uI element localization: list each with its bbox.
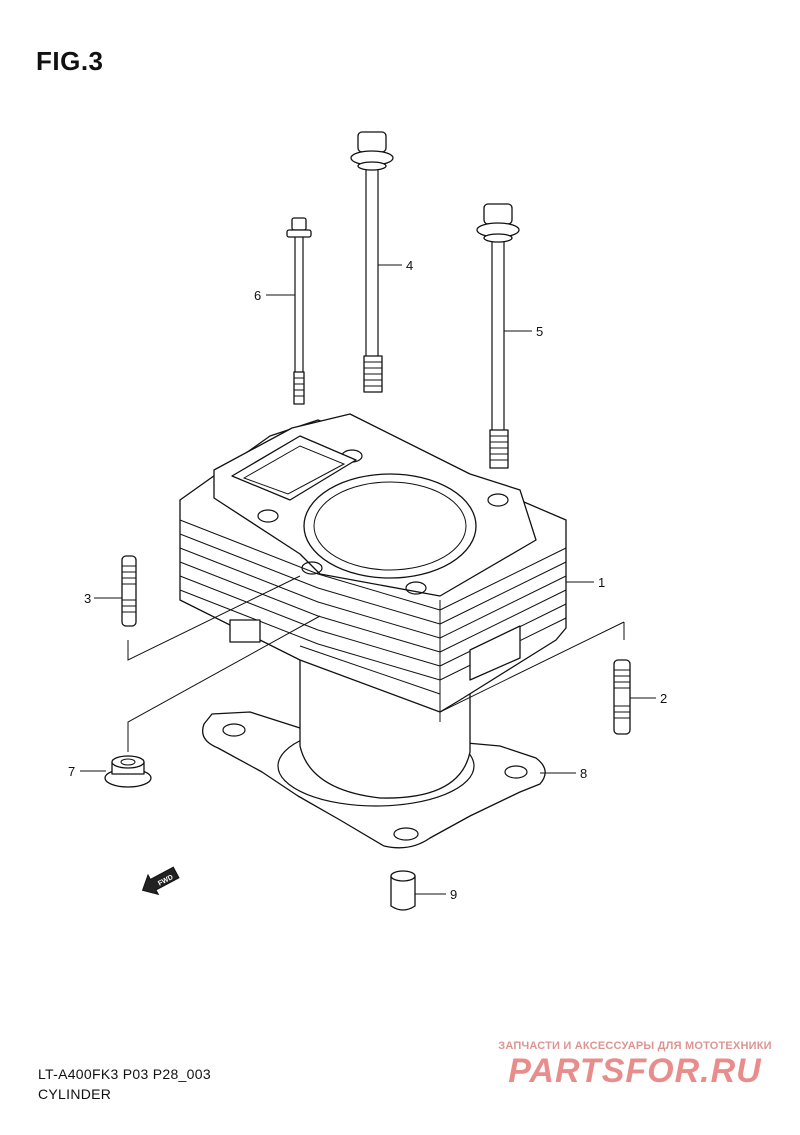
callout-leaders [80,264,656,895]
part-1-cylinder [179,413,567,799]
part-3-stud [121,555,137,627]
callout-5: 5 [536,324,543,339]
watermark-brand: PARTSFOR.RU [508,1052,762,1090]
watermark-tagline: ЗАПЧАСТИ И АКСЕССУАРЫ ДЛЯ МОТОТЕХНИКИ [498,1040,772,1052]
figure-title: FIG.3 [36,46,104,76]
part-7-nut [104,755,152,788]
callout-8: 8 [580,766,587,781]
part-6-bolt [286,217,312,405]
watermark: ЗАПЧАСТИ И АКСЕССУАРЫ ДЛЯ МОТОТЕХНИКИ PA… [480,1040,790,1090]
fwd-arrow-icon: FWD [141,866,180,896]
part-2-stud [613,659,631,735]
callout-2: 2 [660,691,667,706]
assembly-guide-lines [127,575,625,752]
callout-7: 7 [68,764,75,779]
callout-4: 4 [406,258,413,273]
part-5-bolt [476,203,520,469]
part-4-bolt [350,131,394,393]
footer-title: CYLINDER [38,1086,112,1102]
callout-6: 6 [254,288,261,303]
footer-model-code: LT-A400FK3 P03 P28_003 [38,1066,211,1082]
part-9-dowel [390,870,416,911]
callout-9: 9 [450,887,457,902]
callout-1: 1 [598,575,605,590]
callout-3: 3 [84,591,91,606]
